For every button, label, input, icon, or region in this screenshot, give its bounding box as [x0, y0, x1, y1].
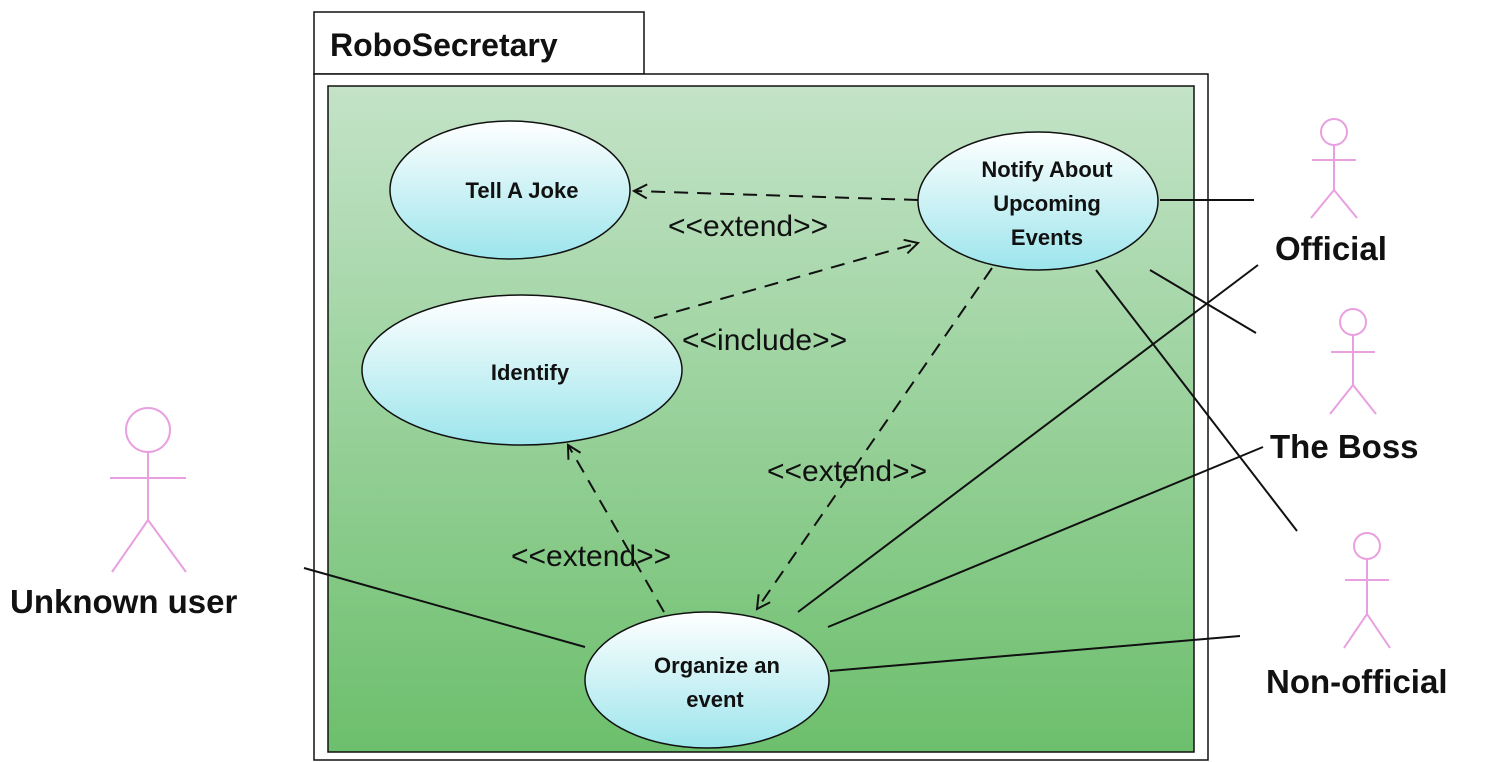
extend-arrow-notify-to-joke: [634, 191, 919, 201]
association-nonofficial-organize: [829, 635, 1241, 672]
use-case-notify-about-upcoming-events[interactable]: Notify About Upcoming Events: [917, 131, 1159, 271]
use-case-ellipse: [584, 611, 830, 749]
use-case-ellipse: [917, 131, 1159, 271]
actor-stick-figure-icon: [1343, 532, 1391, 649]
stereotype-label-extend-joke: <<extend>>: [668, 210, 828, 243]
use-case-organize-an-event[interactable]: Organize an event: [584, 611, 830, 749]
actor-non-official[interactable]: Non-official: [1266, 532, 1447, 700]
use-case-label-line-2: Upcoming: [993, 191, 1101, 216]
association-unknown-user-organize: [303, 567, 586, 648]
extend-arrow-organize-to-identify: [568, 445, 665, 613]
use-case-label-line-1: Notify About: [981, 157, 1113, 182]
actor-stick-figure-icon: [110, 407, 187, 573]
association-boss-organize: [827, 446, 1264, 628]
actor-stick-figure-icon: [1329, 308, 1377, 415]
system-title: RoboSecretary: [330, 27, 558, 63]
use-case-label-line-1: Organize an: [654, 653, 780, 678]
use-case-label: Tell A Joke: [466, 178, 579, 203]
use-case-label: Identify: [491, 360, 570, 385]
use-case-ellipse: [389, 120, 631, 260]
association-nonofficial-notify: [1095, 269, 1298, 532]
association-boss-notify: [1149, 269, 1257, 334]
use-case-label-line-3: Events: [1011, 225, 1083, 250]
actor-name: The Boss: [1270, 428, 1419, 465]
stereotype-label-include: <<include>>: [682, 324, 847, 357]
actor-name: Official: [1275, 230, 1387, 267]
stereotype-label-extend-identify: <<extend>>: [511, 540, 671, 573]
actor-official[interactable]: Official: [1275, 118, 1387, 267]
extend-arrow-notify-to-organize: [757, 267, 993, 609]
actor-name: Non-official: [1266, 663, 1447, 700]
actor-name: Unknown user: [10, 583, 238, 620]
use-case-ellipse: [361, 294, 683, 446]
use-case-label-line-2: event: [686, 687, 744, 712]
actor-the-boss[interactable]: The Boss: [1270, 308, 1419, 465]
use-case-identify[interactable]: Identify: [361, 294, 683, 446]
system-title-tab: [313, 11, 645, 75]
stereotype-label-extend-organize: <<extend>>: [767, 455, 927, 488]
actor-unknown-user[interactable]: Unknown user: [10, 407, 238, 620]
actor-stick-figure-icon: [1310, 118, 1358, 219]
associations: [303, 199, 1298, 672]
association-official-organize: [797, 264, 1259, 613]
dependency-relations: [568, 191, 993, 613]
use-case-tell-a-joke[interactable]: Tell A Joke: [389, 120, 631, 260]
